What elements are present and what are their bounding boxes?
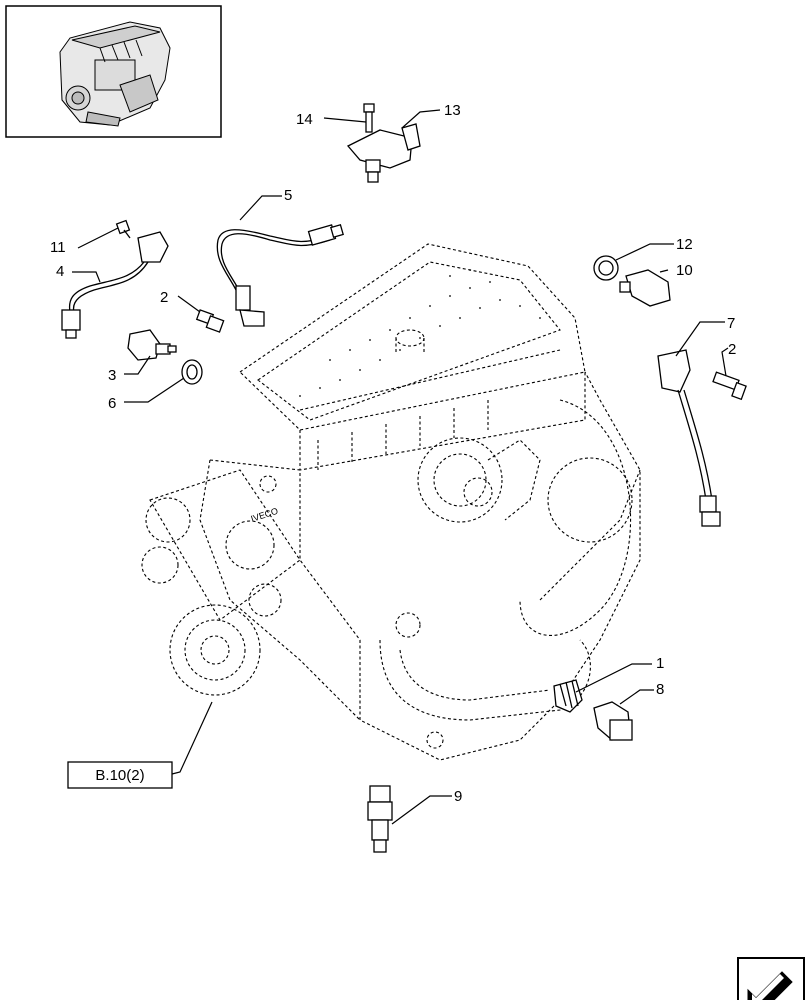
part-8-temperature-sensor[interactable]	[593, 701, 633, 741]
engine-badge: IVECO	[250, 506, 280, 524]
part-12-sealing-ring[interactable]	[593, 255, 619, 281]
callout-10: 10	[676, 262, 693, 279]
callout-11: 11	[50, 239, 66, 256]
part-5-sensor-with-harness[interactable]	[216, 224, 344, 327]
part-6-sealing-ring[interactable]	[181, 359, 203, 385]
part-13-pressure-sensor[interactable]	[346, 123, 421, 183]
part-3-temperature-sensor[interactable]	[127, 329, 177, 361]
reference-link-box[interactable]: B.10(2)	[67, 761, 173, 789]
arrow-navigation-icon[interactable]	[737, 957, 805, 1000]
part-11-bolt[interactable]	[115, 219, 131, 239]
part-10-pressure-sender[interactable]	[619, 269, 671, 307]
reference-link-label: B.10(2)	[95, 767, 144, 784]
leader-lines	[72, 109, 729, 825]
rocker-cover-texture	[299, 269, 541, 397]
part-1-threaded-plug[interactable]	[553, 679, 583, 713]
engine-assembly: IVECO	[141, 243, 641, 761]
callout-7: 7	[727, 315, 735, 332]
part-4-sensor-with-cable[interactable]	[61, 231, 169, 339]
callout-1: 1	[656, 655, 664, 672]
turbocharger	[417, 437, 541, 523]
callout-14: 14	[296, 111, 313, 128]
part-7-sensor-with-cable[interactable]	[657, 349, 721, 527]
callout-9: 9	[454, 788, 462, 805]
callout-2a: 2	[160, 289, 168, 306]
callout-12: 12	[676, 236, 693, 253]
crankshaft-pulley	[169, 604, 261, 696]
callout-4: 4	[56, 263, 64, 280]
part-9-pressure-switch[interactable]	[367, 785, 393, 853]
callout-8: 8	[656, 681, 664, 698]
part-14-bolt[interactable]	[363, 103, 375, 133]
callout-3: 3	[108, 367, 116, 384]
callout-labels: 14 13 11 4 5 2 3 6 12 10 7 2 1 8 9	[50, 102, 736, 805]
part-2-bolt-right[interactable]	[712, 371, 747, 401]
callout-6: 6	[108, 395, 116, 412]
callout-5: 5	[284, 187, 292, 204]
part-2-bolt-left[interactable]	[195, 309, 225, 333]
callout-2b: 2	[728, 341, 736, 358]
callout-13: 13	[444, 102, 461, 119]
engine-thumbnail-icon[interactable]	[5, 5, 222, 138]
